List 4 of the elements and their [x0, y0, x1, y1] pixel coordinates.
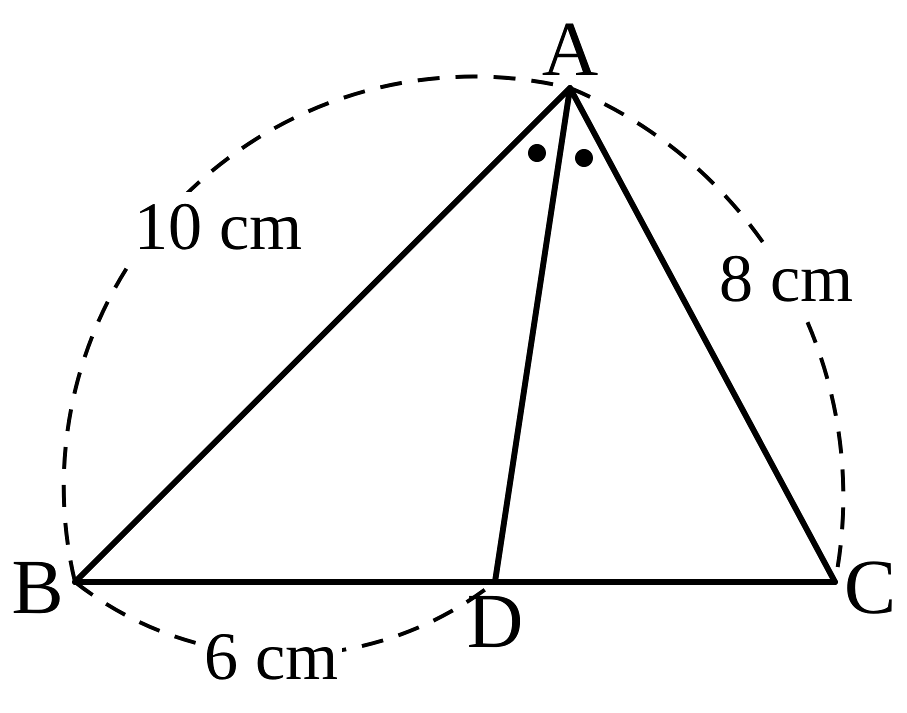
- point-label: C: [835, 548, 905, 624]
- point-label: B: [0, 548, 75, 624]
- point-label: A: [532, 10, 608, 88]
- point-label: D: [462, 582, 528, 675]
